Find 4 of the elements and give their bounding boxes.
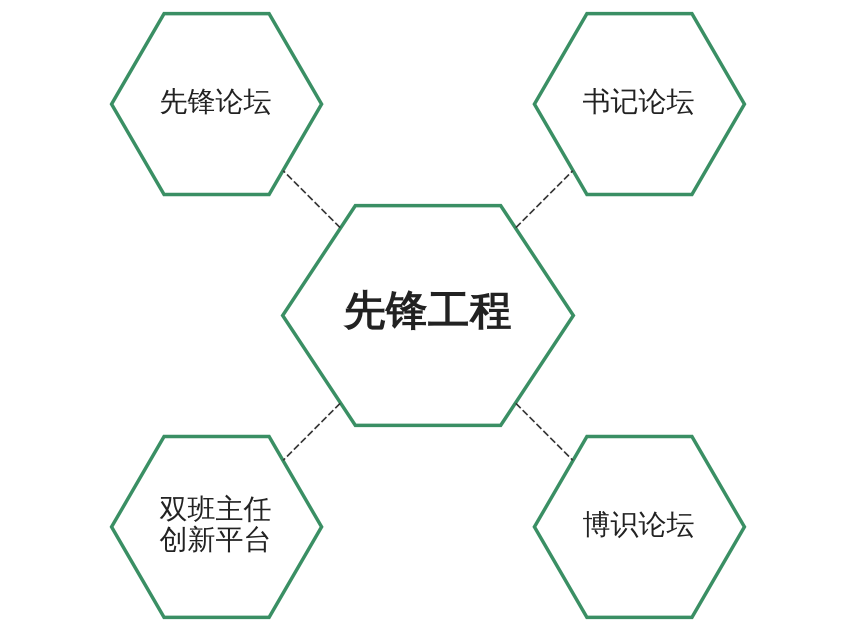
connector bbox=[282, 170, 341, 228]
connector bbox=[282, 402, 341, 461]
connector bbox=[515, 170, 574, 228]
connector bbox=[515, 402, 574, 461]
